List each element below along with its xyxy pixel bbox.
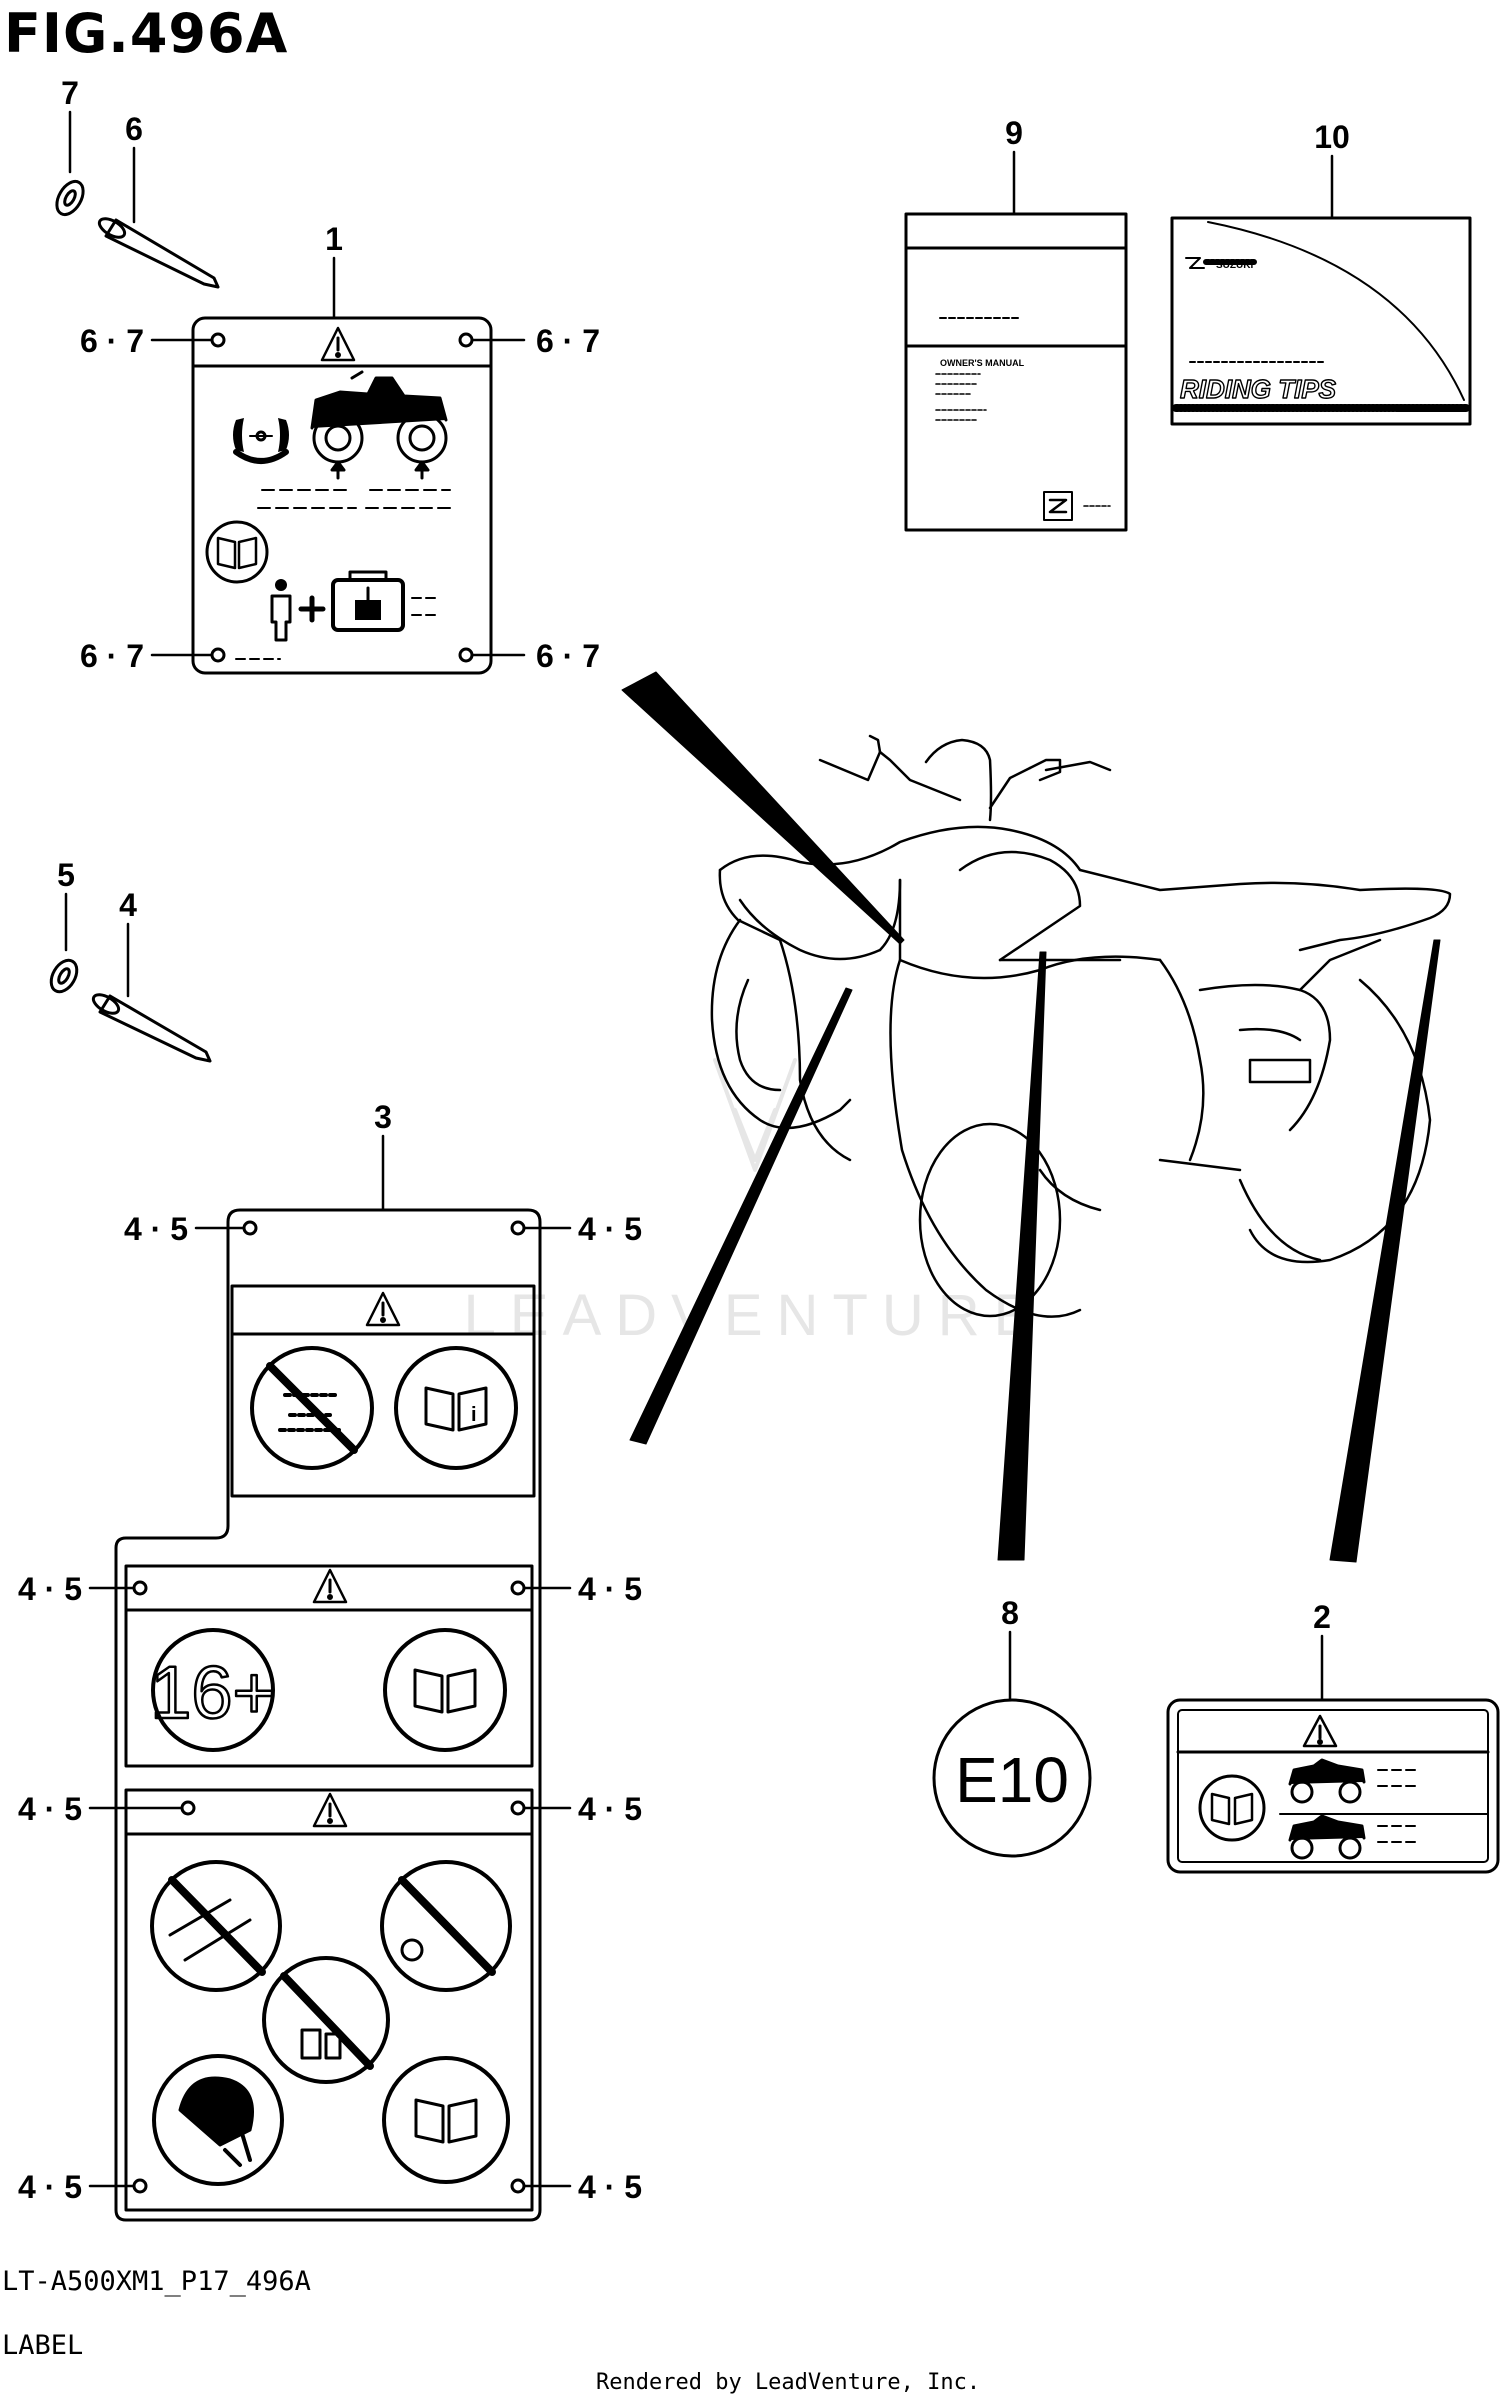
warning-label-2: [1166, 1634, 1500, 1874]
callout-5: 5: [57, 857, 75, 893]
owners-manual-9: [904, 150, 1128, 532]
watermark: LEADVENTURE: [464, 1058, 1047, 1348]
callout-10: 10: [1314, 119, 1350, 155]
callout-7: 7: [61, 75, 79, 111]
fuel-sticker-8: [932, 1630, 1092, 1858]
callout-9: 9: [1005, 115, 1023, 151]
riding-tips-booklet-10: [1170, 154, 1472, 426]
callout-numbers: 7 6 1 5 4 3 9 10 8 2: [57, 75, 1350, 1635]
callout-6: 6: [125, 111, 143, 147]
callout-3: 3: [374, 1099, 392, 1135]
callout-fix-3h: 4 · 5: [578, 2169, 642, 2205]
fixing-callouts: 6 · 7 6 · 7 6 · 7 6 · 7 4 · 5 4 · 5 4 · …: [18, 323, 642, 2205]
callout-fix-3c: 4 · 5: [18, 1571, 82, 1607]
section-name: LABEL: [2, 2330, 84, 2361]
callout-4: 4: [119, 887, 137, 923]
callout-fix-1b: 6 · 7: [536, 323, 600, 359]
callout-fix-3g: 4 · 5: [18, 2169, 82, 2205]
leaders-label-3: [88, 1226, 572, 2188]
callout-fix-1a: 6 · 7: [80, 323, 144, 359]
e10-text: E10: [955, 1744, 1069, 1816]
label-location-pointers: [621, 671, 1441, 1563]
callout-fix-3e: 4 · 5: [18, 1791, 82, 1827]
callout-fix-3b: 4 · 5: [578, 1211, 642, 1247]
model-code: LT-A500XM1_P17_496A: [2, 2266, 311, 2297]
callout-fix-3f: 4 · 5: [578, 1791, 642, 1827]
figure-title: FIG.496A: [4, 2, 289, 65]
riding-tips-text: RIDING TIPS: [1180, 374, 1337, 404]
warning-label-3: i 16+: [114, 1134, 542, 2222]
rivet-6: [97, 146, 220, 289]
render-credit: Rendered by LeadVenture, Inc.: [596, 2370, 981, 2395]
callout-fix-1d: 6 · 7: [536, 638, 600, 674]
rivet-4: [91, 922, 212, 1063]
callout-2: 2: [1313, 1599, 1331, 1635]
watermark-text: LEADVENTURE: [464, 1283, 1047, 1348]
atv-rear-illustration: [710, 734, 1452, 1318]
warning-label-1: [191, 256, 493, 675]
callout-fix-3a: 4 · 5: [124, 1211, 188, 1247]
washer-7: [55, 110, 85, 217]
leaders-label-1: [150, 338, 526, 657]
info-glyph: i: [471, 1404, 477, 1426]
callout-fix-1c: 6 · 7: [80, 638, 144, 674]
callout-8: 8: [1001, 1595, 1019, 1631]
age-sixteen-text: 16+: [150, 1651, 276, 1734]
callout-fix-3d: 4 · 5: [578, 1571, 642, 1607]
callout-1: 1: [325, 221, 343, 257]
brand-text: SUZUKI: [1216, 260, 1253, 271]
owners-manual-text: OWNER'S MANUAL: [940, 358, 1025, 368]
washer-5: [49, 892, 79, 994]
